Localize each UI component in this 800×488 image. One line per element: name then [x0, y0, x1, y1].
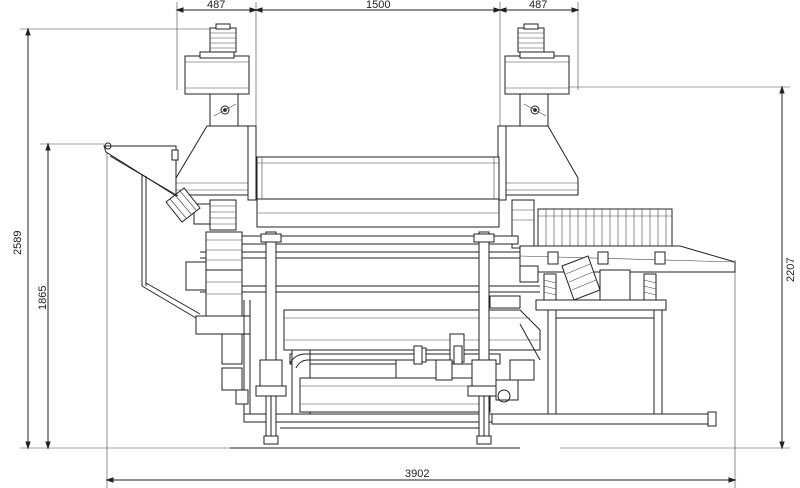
dimension-top: 487 1500 487 — [175, 0, 580, 160]
infeed-tray — [103, 145, 177, 197]
infeed-chute — [103, 142, 201, 319]
dim-right-label: 2207 — [785, 258, 797, 282]
base-frame — [243, 413, 505, 423]
left-motor-hood — [184, 55, 250, 95]
discharge-conveyor — [489, 208, 736, 427]
left-drive-assembly — [165, 187, 251, 365]
left-top-motor — [209, 27, 237, 53]
right-motor-hood — [504, 55, 570, 95]
dim-left-infeed-label: 1865 — [37, 286, 49, 310]
left-hopper — [175, 125, 249, 196]
dimension-right: 2207 — [560, 85, 797, 450]
lower-pipe — [289, 353, 501, 365]
dimension-left-infeed: 1865 — [37, 142, 105, 450]
right-hopper — [505, 125, 579, 196]
spring-right — [643, 273, 657, 301]
left-motor-tower — [175, 23, 257, 201]
spring-left — [543, 273, 557, 301]
dim-top-center-label: 1500 — [366, 0, 390, 11]
dimension-left-overall: 2589 — [12, 27, 240, 450]
support-columns — [221, 231, 501, 445]
dim-left-overall-label: 2589 — [12, 231, 24, 255]
pipe-details — [289, 323, 541, 381]
infeed-motor — [165, 187, 201, 223]
right-top-motor — [517, 27, 545, 53]
left-gear-motor — [209, 199, 237, 231]
conveyor-base — [491, 413, 715, 425]
tank-body — [283, 309, 541, 351]
dim-top-right-label: 487 — [529, 0, 547, 11]
screen-grating — [537, 208, 673, 252]
right-motor-tower — [497, 23, 579, 249]
dim-top-left-label: 487 — [207, 0, 225, 11]
grating-bars — [538, 209, 672, 251]
dimension-bottom: 3902 — [105, 150, 737, 488]
dim-bottom-label: 3902 — [405, 468, 429, 480]
